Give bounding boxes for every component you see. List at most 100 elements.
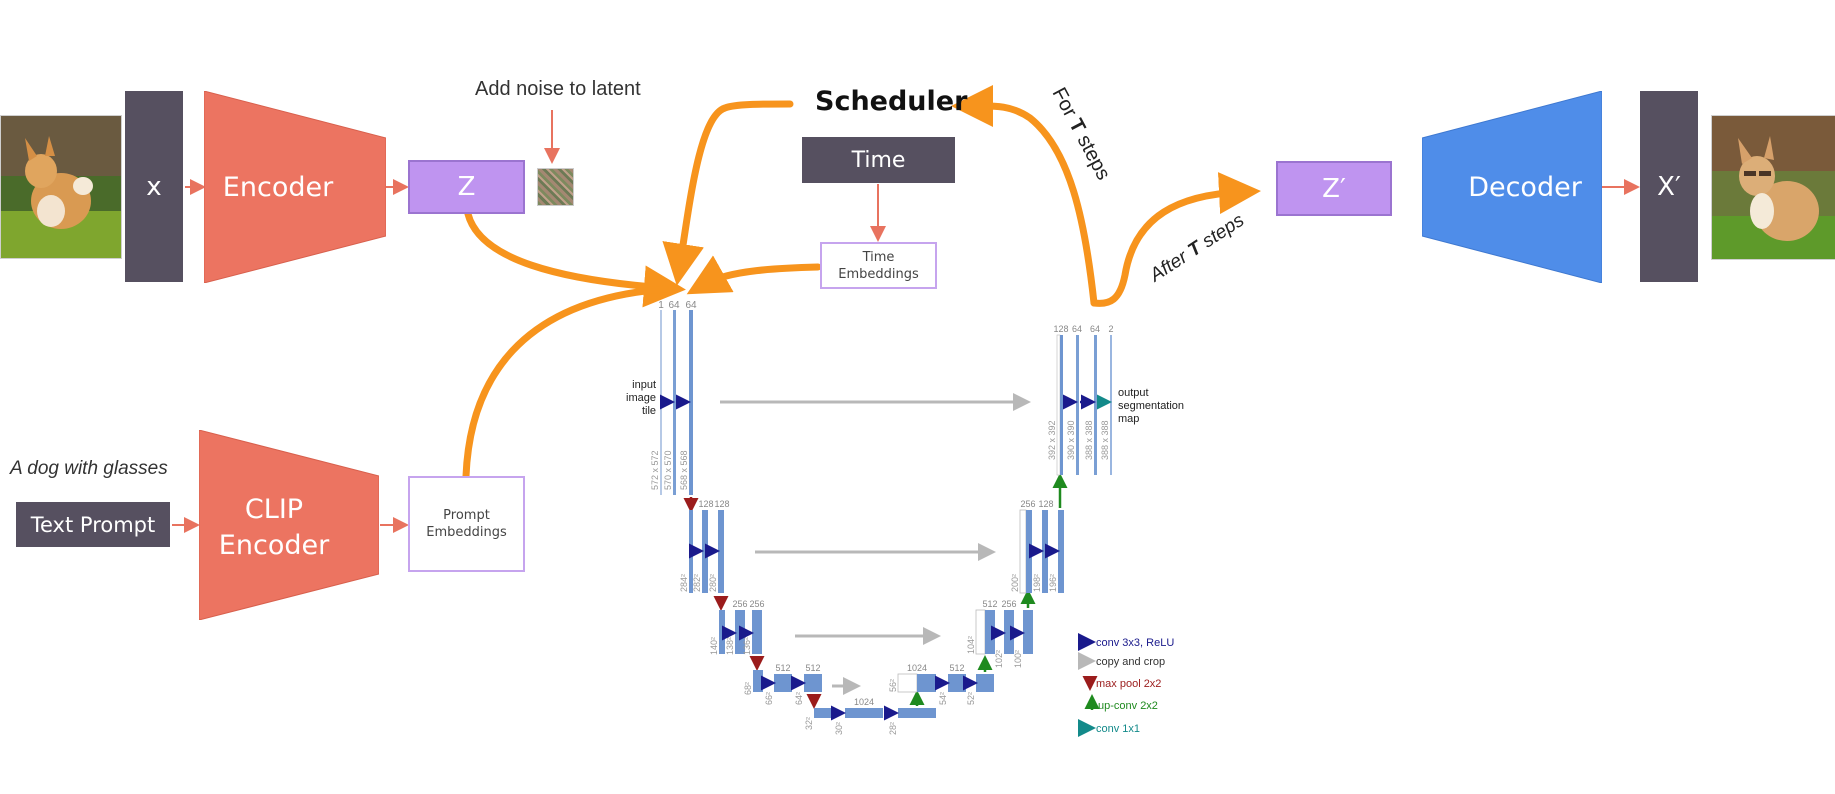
prompt-example-text: A dog with glasses	[10, 458, 168, 479]
legend-label: conv 3x3, ReLU	[1096, 637, 1174, 649]
input-label-line: image	[626, 392, 656, 404]
feature-map	[718, 510, 724, 593]
legend-label: copy and crop	[1096, 656, 1165, 668]
time-box: Time	[802, 137, 955, 183]
x-prime-block: X′	[1640, 91, 1698, 282]
flow-loop-to-scheduler	[951, 84, 1098, 307]
channel-label: 128	[1053, 324, 1068, 334]
unet-diagram: 1 64 64 572 x 572 570 x 570 568 x 568 in…	[626, 300, 1184, 737]
size-label: 56²	[888, 679, 898, 692]
size-label: 280²	[708, 574, 718, 592]
channel-label: 128	[714, 499, 729, 509]
encoder-label: Encoder	[223, 172, 334, 203]
size-label: 54²	[938, 692, 948, 705]
feature-map	[1058, 510, 1064, 593]
latent-z-prime-box: Z′	[1276, 161, 1392, 216]
scheduler-title: Scheduler	[815, 86, 968, 117]
channel-label: 64	[1090, 324, 1100, 334]
time-label: Time	[851, 147, 906, 173]
feature-map	[753, 670, 763, 692]
legend-label: up-conv 2x2	[1098, 700, 1158, 712]
flow-after-to-zprime	[1090, 172, 1261, 307]
flow-scheduler-to-unet	[662, 100, 794, 286]
time-emb-line1: Time	[862, 249, 895, 265]
size-label: 570 x 570	[663, 450, 673, 490]
channel-label: 256	[1020, 499, 1035, 509]
size-label: 52²	[966, 692, 976, 705]
feature-map	[898, 708, 936, 718]
feature-map	[673, 310, 676, 495]
feature-map	[917, 674, 936, 692]
decoder-block: Decoder	[1422, 91, 1602, 283]
size-label: 392 x 392	[1047, 420, 1057, 460]
unet-legend: conv 3x3, ReLU copy and crop max pool 2x…	[1078, 633, 1174, 737]
text-prompt-label: Text Prompt	[30, 512, 156, 537]
feature-map	[1110, 335, 1112, 475]
feature-map	[1004, 610, 1014, 654]
text-prompt-box: Text Prompt	[16, 502, 170, 547]
channel-label: 512	[949, 663, 964, 673]
channel-label: 1	[658, 300, 664, 311]
encoder-block: Encoder	[204, 91, 386, 283]
feature-map	[948, 674, 966, 692]
output-label-line: output	[1118, 387, 1149, 399]
output-label-line: map	[1118, 413, 1139, 425]
channel-label: 256	[749, 599, 764, 609]
feature-map	[985, 610, 995, 654]
size-label: 100²	[1013, 650, 1023, 668]
channel-label: 512	[805, 663, 820, 673]
output-dog-image	[1711, 115, 1835, 260]
flow-timeemb-to-unet	[686, 255, 822, 295]
feature-map	[976, 674, 994, 692]
size-label: 66²	[764, 692, 774, 705]
feature-map	[845, 708, 883, 718]
channel-label: 2	[1108, 324, 1113, 334]
clip-label-line1: CLIP	[245, 494, 303, 525]
size-label: 200²	[1010, 574, 1020, 592]
dog-with-glasses-image-icon	[1712, 116, 1835, 259]
legend-label: conv 1x1	[1096, 723, 1140, 735]
input-label-line: tile	[642, 405, 656, 417]
latent-z-prime-label: Z′	[1322, 173, 1346, 204]
after-t-steps-label: After T steps	[1145, 210, 1248, 287]
prompt-emb-line1: Prompt	[443, 508, 490, 523]
size-label: 32²	[804, 717, 814, 730]
feature-map	[1023, 610, 1033, 654]
size-label: 30²	[834, 722, 844, 735]
size-label: 388 x 388	[1100, 420, 1110, 460]
channel-label: 128	[1038, 499, 1053, 509]
flow-prompt-to-unet	[462, 285, 669, 480]
channel-label: 256	[732, 599, 747, 609]
size-label: 390 x 390	[1066, 420, 1076, 460]
latent-z-label: Z	[457, 172, 476, 202]
feature-map	[814, 708, 832, 718]
channel-label: 1024	[854, 697, 874, 707]
legend-label: max pool 2x2	[1096, 678, 1161, 690]
feature-map	[660, 310, 662, 495]
clip-label-line2: Encoder	[219, 530, 330, 561]
corgi-image-icon	[1, 116, 121, 258]
noisy-latent-thumbnail	[537, 168, 574, 206]
size-label: 104²	[966, 636, 976, 654]
clip-encoder-block: CLIP Encoder	[199, 430, 379, 620]
feature-map	[1094, 335, 1097, 475]
feature-map	[1076, 335, 1079, 475]
size-label: 64²	[794, 692, 804, 705]
size-label: 196²	[1048, 574, 1058, 592]
channel-label: 512	[775, 663, 790, 673]
size-label: 388 x 388	[1084, 420, 1094, 460]
size-label: 198²	[1032, 574, 1042, 592]
size-label: 28²	[888, 722, 898, 735]
feature-map	[804, 674, 822, 692]
feature-map	[752, 610, 762, 654]
feature-map-copied	[1019, 509, 1027, 594]
input-label-line: input	[632, 379, 656, 391]
decoder-label: Decoder	[1468, 172, 1583, 203]
feature-map-copied	[975, 609, 986, 655]
latent-z-box: Z	[408, 160, 525, 214]
channel-label: 256	[1001, 599, 1016, 609]
output-label-line: segmentation	[1118, 400, 1184, 412]
size-label: 282²	[692, 574, 702, 592]
size-label: 102²	[994, 650, 1004, 668]
